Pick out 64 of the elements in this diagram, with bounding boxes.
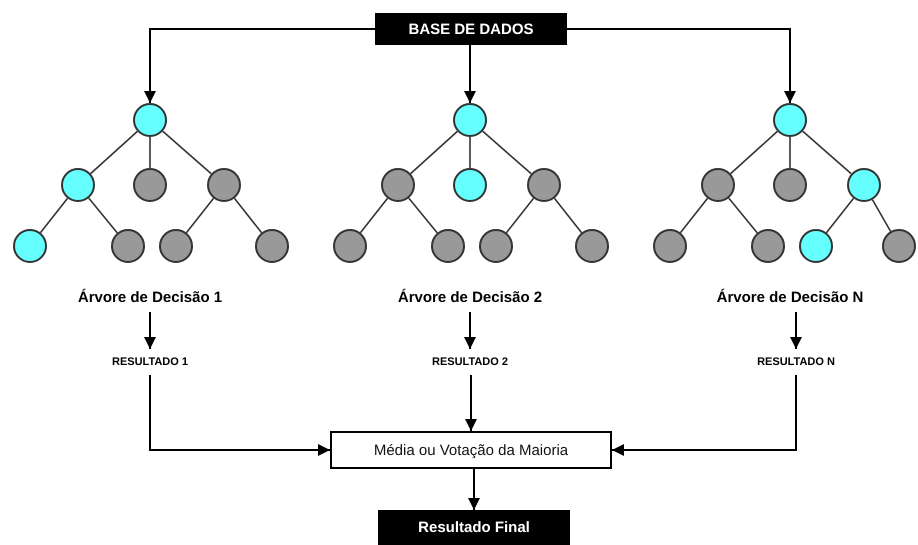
tree-label: Árvore de Decisão 1 [78,288,222,306]
tree-branch-line [826,198,854,234]
tree-branch-line [40,198,68,234]
tree-branch-line [730,130,778,174]
tree-node-circle [701,168,735,202]
tree-branch-line [186,198,214,234]
tree-branch-line [234,198,262,234]
tree-branch-line [802,130,852,174]
arrow [144,312,156,349]
tree-node-circle [453,103,487,137]
result-label: RESULTADO N [757,356,835,368]
tree-node-circle [133,168,167,202]
arrow [790,312,802,349]
arrow [464,312,476,349]
arrow [567,28,796,103]
tree-branch-line [149,137,151,168]
result-label: RESULTADO 2 [432,356,508,368]
result-label: RESULTADO 1 [112,356,188,368]
tree-node-circle [751,229,785,263]
tree-branch-line [506,198,534,234]
arrow [468,469,480,510]
tree-branch-line [410,130,458,174]
tree-node-circle [381,168,415,202]
arrow [464,45,476,103]
tree-node-circle [799,229,833,263]
tree-branch-line [162,130,212,174]
tree-label: Árvore de Decisão N [716,288,864,306]
tree-node-circle [61,168,95,202]
arrow [465,375,477,431]
tree-node-circle [847,168,881,202]
tree-node-circle [453,168,487,202]
tree-node-circle [133,103,167,137]
tree-node-circle [255,229,289,263]
tree-node-circle [13,229,47,263]
tree-node-circle [111,229,145,263]
arrow [149,375,330,456]
process-box: Média ou Votação da Maioria [330,431,612,469]
arrow [612,375,797,456]
title-box: BASE DE DADOS [375,13,567,45]
tree-node-circle [431,229,465,263]
tree-branch-line [482,130,532,174]
tree-branch-line [90,130,138,174]
tree-node-circle [479,229,513,263]
tree-node-circle [159,229,193,263]
tree-branch-line [680,198,708,234]
tree-node-circle [207,168,241,202]
tree-branch-line [554,198,582,234]
tree-branch-line [360,198,388,234]
tree-node-circle [527,168,561,202]
tree-node-circle [333,229,367,263]
tree-branch-line [88,198,118,234]
tree-node-circle [773,168,807,202]
arrow [144,28,375,103]
title-box: Resultado Final [378,510,570,545]
tree-node-circle [653,229,687,263]
tree-branch-line [408,198,438,234]
tree-branch-line [872,199,892,232]
tree-branch-line [728,198,758,234]
tree-node-circle [882,229,916,263]
tree-node-circle [575,229,609,263]
tree-label: Árvore de Decisão 2 [398,288,542,306]
tree-branch-line [469,137,471,168]
tree-branch-line [789,137,791,168]
tree-node-circle [773,103,807,137]
